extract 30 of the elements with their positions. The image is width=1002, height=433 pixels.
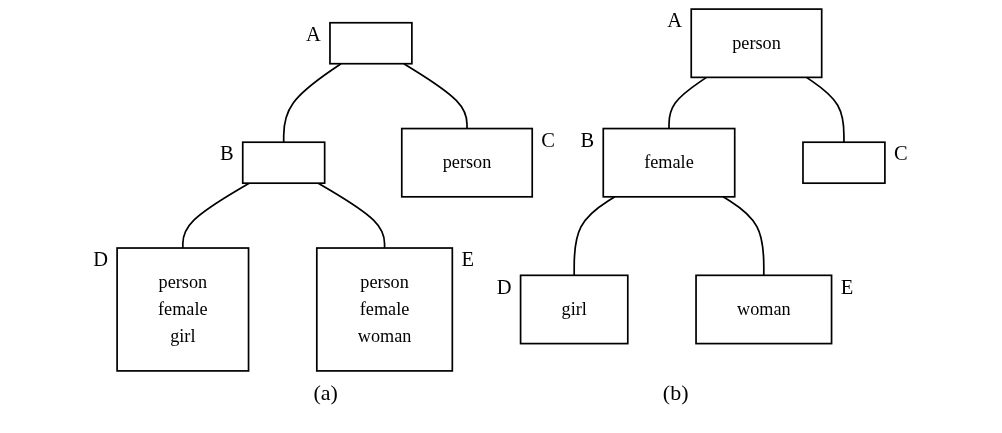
connector-line [573, 195, 616, 277]
empty-box [241, 141, 326, 185]
node-letter: E [840, 275, 854, 298]
node-letter: C [894, 142, 908, 165]
connector-line [805, 76, 845, 144]
text-box: person female woman [315, 247, 454, 372]
node-letter: B [580, 128, 595, 151]
text-box: person [400, 127, 534, 198]
connector-line [282, 62, 342, 144]
connector-line [403, 62, 468, 130]
empty-box [802, 141, 886, 185]
node-letter: A [667, 9, 683, 32]
node-letter: D [93, 248, 108, 271]
text-box: person [690, 8, 823, 79]
node-letter: C [541, 128, 555, 151]
node-letter: E [461, 248, 474, 271]
node-letter: D [496, 275, 512, 298]
node-letter: B [220, 142, 234, 165]
connector-line [317, 182, 386, 249]
text-box: person female girl [116, 247, 250, 372]
node-letter: A [306, 22, 321, 45]
text-box: female [602, 127, 736, 198]
panel-caption: (a) [313, 380, 338, 406]
connector-line [668, 76, 708, 130]
text-box: girl [519, 274, 629, 345]
panel-caption: (b) [662, 380, 689, 406]
connector-line [181, 182, 250, 249]
connector-line [722, 195, 765, 277]
text-box: woman [695, 274, 833, 345]
empty-box [329, 21, 413, 65]
